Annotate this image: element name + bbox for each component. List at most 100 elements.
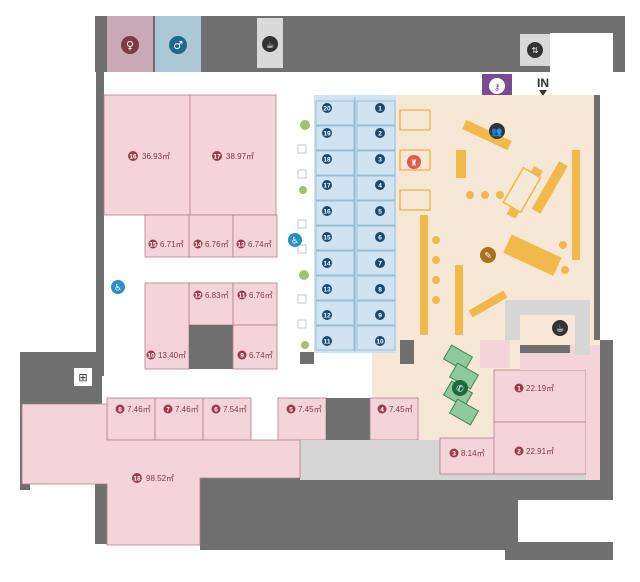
svg-text:18: 18 <box>133 476 141 483</box>
svg-text:19: 19 <box>323 131 331 138</box>
svg-text:2: 2 <box>517 449 521 456</box>
top-right-light-area <box>550 33 613 83</box>
svg-text:13: 13 <box>237 242 245 249</box>
svg-text:8: 8 <box>118 407 122 414</box>
svg-text:4: 4 <box>380 407 384 414</box>
coffee-counter <box>505 300 590 355</box>
svg-text:17: 17 <box>213 154 221 161</box>
room-16[interactable]: 16 36.93㎡ <box>103 94 191 216</box>
room-4[interactable]: 4 7.45㎡ <box>369 397 419 441</box>
bottom-block-right <box>400 478 505 550</box>
sofa-icon: ♜ <box>407 155 421 169</box>
room-5[interactable]: 5 7.45㎡ <box>277 397 327 441</box>
svg-text:☕: ☕ <box>556 325 564 335</box>
room-7-area: 7.46㎡ <box>175 405 199 414</box>
svg-text:8: 8 <box>378 287 382 294</box>
svg-text:16: 16 <box>323 209 331 216</box>
lounge-dark-pillar <box>400 340 414 364</box>
lower-corridor <box>300 440 440 480</box>
svg-text:☕: ☕ <box>266 41 274 51</box>
entrance-arrow-icon <box>539 90 547 96</box>
svg-text:♿: ♿ <box>291 237 299 247</box>
room-1[interactable]: 1 22.19㎡ <box>493 369 587 423</box>
room-12-area: 6.83㎡ <box>205 291 229 300</box>
booth-right-3: 3 <box>356 150 396 176</box>
room-14-area: 6.76㎡ <box>205 240 229 249</box>
svg-text:13: 13 <box>323 287 331 294</box>
booth-right-5: 5 <box>356 200 396 226</box>
room-8-area: 7.46㎡ <box>127 405 151 414</box>
room-2[interactable]: 2 22.91㎡ <box>493 421 587 475</box>
svg-text:11: 11 <box>239 293 246 300</box>
room-17[interactable]: 17 38.97㎡ <box>189 94 277 216</box>
room-5-area: 7.45㎡ <box>298 405 322 414</box>
svg-text:10: 10 <box>376 339 384 346</box>
svg-text:12: 12 <box>194 293 202 300</box>
room-3-area: 8.14㎡ <box>461 449 485 458</box>
elevator-icon: ⇅ <box>527 42 543 58</box>
key-icon: ⚷ <box>489 78 505 94</box>
right-wall <box>600 340 613 490</box>
svg-text:1: 1 <box>517 386 521 393</box>
room-7[interactable]: 7 7.46㎡ <box>154 397 204 441</box>
room-14[interactable]: 14 6.76㎡ <box>188 214 234 258</box>
accessible-icon-left: ♿ <box>111 280 125 294</box>
booth-left-12: 12 <box>315 300 355 326</box>
booth-right-8: 8 <box>356 275 396 301</box>
svg-text:♀: ♀ <box>126 39 134 52</box>
entrance-label: IN <box>537 76 549 90</box>
booth-left-14: 14 <box>315 250 355 276</box>
svg-text:5: 5 <box>289 407 293 414</box>
room-9[interactable]: 9 6.74㎡ <box>232 324 278 370</box>
svg-text:10: 10 <box>147 353 155 360</box>
svg-text:✎: ✎ <box>484 252 492 262</box>
room-17-area: 38.97㎡ <box>226 152 254 161</box>
svg-text:✆: ✆ <box>456 385 464 395</box>
svg-text:2: 2 <box>378 131 382 138</box>
room-11[interactable]: 11 6.76㎡ <box>232 282 278 326</box>
room-6[interactable]: 6 7.54㎡ <box>202 397 252 441</box>
booth-left-19: 19 <box>315 125 355 151</box>
room-1-2-side <box>586 345 600 480</box>
booth-left-15: 15 <box>315 225 355 251</box>
room-13-area: 6.74㎡ <box>248 240 272 249</box>
meeting-people-icon: 👥 <box>489 123 505 139</box>
room-8[interactable]: 8 7.46㎡ <box>106 397 156 441</box>
svg-text:12: 12 <box>323 313 331 320</box>
coffee-icon: ☕ <box>552 320 568 336</box>
counter-dark <box>520 345 570 353</box>
booth-right-10: 10 <box>356 325 396 351</box>
booth-right-9: 9 <box>356 300 396 326</box>
svg-text:9: 9 <box>240 353 244 360</box>
booth-chairs <box>297 144 307 329</box>
room-2-area: 22.91㎡ <box>526 447 554 456</box>
room-1-area: 22.19㎡ <box>526 384 554 393</box>
room-15[interactable]: 15 6.71㎡ <box>144 214 190 258</box>
bottom-block-mid <box>305 478 405 550</box>
room-3[interactable]: 3 8.14㎡ <box>439 437 495 475</box>
booth-left-16: 16 <box>315 200 355 226</box>
room-18[interactable]: 18 98.52㎡ <box>21 403 301 546</box>
kitchen-kettle-icon: ☕ <box>262 36 278 52</box>
room-10-area: 13.40㎡ <box>158 351 186 360</box>
room-4-area: 7.45㎡ <box>389 405 413 414</box>
booth-right-7: 7 <box>356 250 396 276</box>
structural-column <box>189 325 233 369</box>
room-13[interactable]: 13 6.74㎡ <box>232 214 278 258</box>
bottom-left-wall <box>95 484 107 544</box>
svg-text:3: 3 <box>452 451 456 458</box>
building-left-wall <box>96 70 104 376</box>
room-10[interactable]: 10 13.40㎡ <box>144 282 190 370</box>
room-12[interactable]: 12 6.83㎡ <box>188 282 234 326</box>
right-upper-wall <box>594 95 600 340</box>
plant-decoration <box>299 120 310 349</box>
booth-left-20: 20 <box>315 100 355 126</box>
booth-right-2: 2 <box>356 125 396 151</box>
accessible-icon: ♿ <box>288 233 302 247</box>
booth-right-4: 4 <box>356 175 396 201</box>
svg-text:14: 14 <box>194 242 202 249</box>
room-16-area: 36.93㎡ <box>142 152 170 161</box>
room-11-area: 6.76㎡ <box>249 291 273 300</box>
svg-text:11: 11 <box>324 339 331 346</box>
